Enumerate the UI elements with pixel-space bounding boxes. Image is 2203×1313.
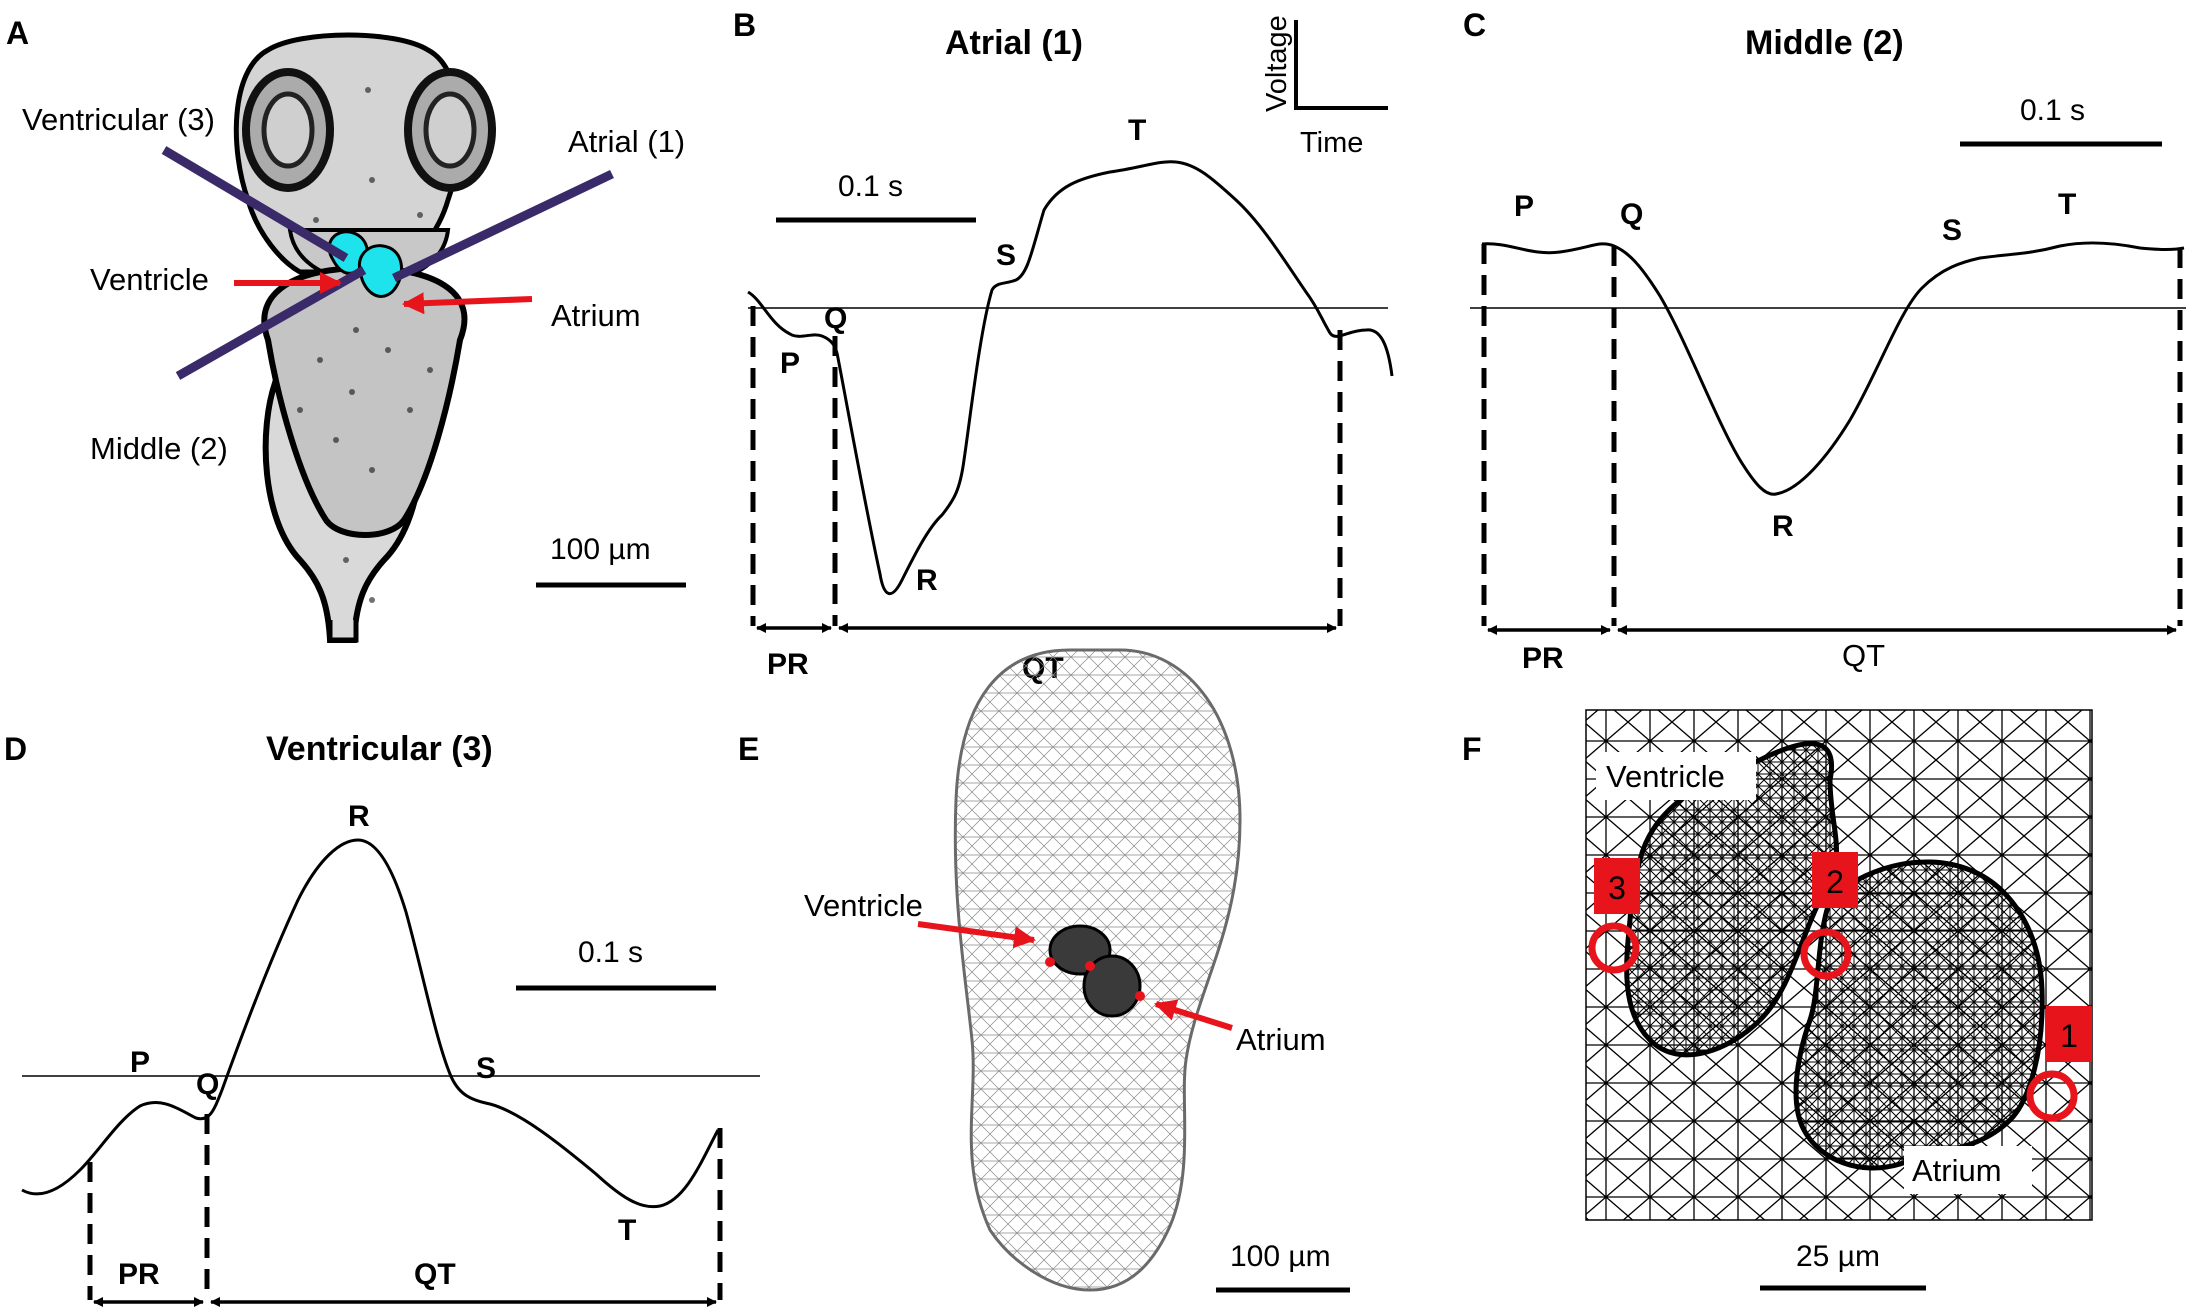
electrode-ventricular — [161, 146, 349, 262]
marker-box-2 — [1812, 852, 1858, 908]
label-ventricular-electrode: Ventricular (3) — [22, 102, 215, 137]
panel-c-label: C — [1463, 7, 1486, 43]
label-atrium-e: Atrium — [1236, 1022, 1326, 1057]
arrow-to-atrium-e — [1154, 999, 1233, 1031]
wave-label-q-b: Q — [824, 302, 847, 335]
mesh-atrium — [1082, 954, 1142, 1018]
time-scale-label-c: 0.1 s — [2020, 94, 2085, 127]
interval-label-pr-c: PR — [1522, 642, 1564, 675]
marker-label-1: 1 — [2060, 1018, 2078, 1054]
electrode-site-3 — [1588, 922, 1640, 974]
panel-a: A — [6, 15, 686, 643]
wave-label-p-d: P — [130, 1046, 150, 1079]
interval-label-pr-d: PR — [118, 1258, 160, 1291]
panel-a-label: A — [6, 15, 29, 51]
scale-bar-label-e: 100 µm — [1230, 1240, 1331, 1273]
wave-label-r-c: R — [1772, 510, 1794, 543]
electrode-site-1 — [2026, 1070, 2078, 1122]
marker-label-3: 3 — [1608, 870, 1626, 906]
arrow-to-atrium — [402, 292, 533, 315]
label-ventricle-e: Ventricle — [804, 888, 923, 923]
panel-b: B Atrial (1) Voltage Time 0.1 s P Q R S … — [733, 7, 1394, 685]
wave-label-p-c: P — [1514, 190, 1534, 223]
wave-label-q-d: Q — [196, 1068, 219, 1101]
label-atrial-electrode: Atrial (1) — [568, 124, 685, 159]
wave-label-p-b: P — [780, 347, 800, 380]
label-middle-electrode: Middle (2) — [90, 431, 228, 466]
panel-b-title: Atrial (1) — [945, 24, 1083, 62]
time-scale-label-d: 0.1 s — [578, 936, 643, 969]
label-ventricle-f: Ventricle — [1606, 759, 1725, 794]
time-scale-label-b: 0.1 s — [838, 170, 903, 203]
marker-box-1 — [2046, 1006, 2092, 1062]
marker-box-3 — [1594, 858, 1640, 914]
label-ventricle: Ventricle — [90, 262, 209, 297]
wave-label-s-d: S — [476, 1052, 496, 1085]
interval-label-pr-b: PR — [767, 648, 809, 681]
mesh-atrium-f — [1793, 859, 2045, 1171]
wave-label-s-b: S — [996, 239, 1016, 272]
wave-label-t-b: T — [1128, 114, 1146, 147]
wave-label-q-c: Q — [1620, 198, 1643, 231]
ecg-trace-middle — [1481, 241, 2185, 496]
interval-label-qt-d: QT — [414, 1258, 456, 1291]
ecg-trace-ventricular — [21, 838, 720, 1209]
panel-f-label: F — [1462, 731, 1482, 767]
panel-b-label: B — [733, 7, 756, 43]
electrode-atrial — [392, 169, 614, 283]
wave-label-r-b: R — [916, 564, 938, 597]
heart-atrium-region — [357, 244, 403, 298]
panel-c-title: Middle (2) — [1745, 24, 1904, 62]
arrow-to-ventricle-e — [917, 921, 1036, 949]
axes-legend-time: Time — [1300, 127, 1363, 159]
axes-legend-voltage: Voltage — [1261, 15, 1293, 112]
wave-label-r-d: R — [348, 800, 370, 833]
wave-label-s-c: S — [1942, 214, 1962, 247]
wave-label-t-c: T — [2058, 188, 2076, 221]
scale-bar-label-a: 100 µm — [550, 533, 651, 566]
scale-bar-label-f: 25 µm — [1796, 1240, 1880, 1273]
interval-label-qt-c: QT — [1842, 638, 1885, 673]
ecg-trace-atrial — [747, 160, 1394, 595]
panel-d-label: D — [4, 731, 27, 767]
zebrafish-larva-image — [233, 32, 496, 643]
mesh-ventricle-f — [1624, 741, 1840, 1058]
panel-e-label: E — [738, 731, 759, 767]
panel-c: C Middle (2) 0.1 s P Q R S T PR QT — [1463, 7, 2186, 675]
label-atrium: Atrium — [551, 298, 641, 333]
label-atrium-f: Atrium — [1912, 1153, 2002, 1188]
electrode-site-2 — [1800, 928, 1852, 980]
panel-d-title: Ventricular (3) — [266, 730, 493, 768]
wave-label-t-d: T — [618, 1214, 636, 1247]
marker-label-2: 2 — [1826, 864, 1844, 900]
panel-f: F Ventricle Atrium 3 2 1 25 µm — [1462, 709, 2093, 1291]
panel-d: D Ventricular (3) 0.1 s P Q R S T PR QT — [4, 730, 760, 1307]
panel-e: E Ventricle Atrium 100 µm — [738, 648, 1350, 1293]
